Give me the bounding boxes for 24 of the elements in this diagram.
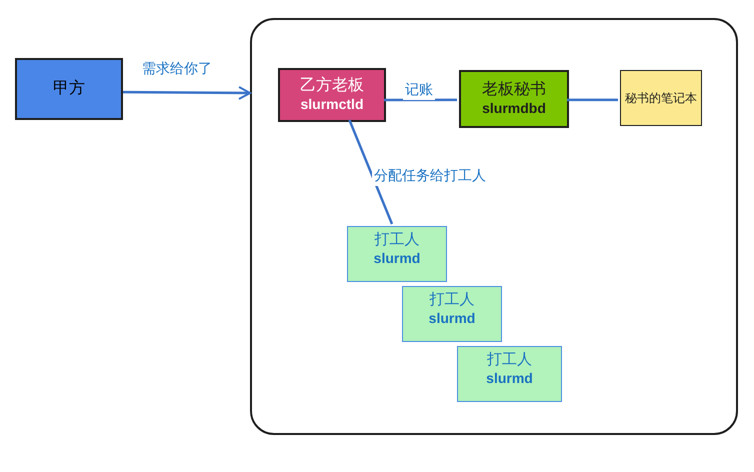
worker-box: [347, 226, 447, 282]
node-title: 秘书的笔记本: [625, 90, 697, 106]
connector-line: [567, 98, 618, 102]
process-box: [459, 70, 569, 128]
node-subtitle: slurmdbd: [482, 100, 546, 118]
node-title: 打工人: [374, 231, 420, 250]
arrow: [123, 86, 251, 100]
note-box: [620, 70, 702, 126]
node-subtitle: slurmd: [486, 370, 533, 388]
client-box: [15, 58, 123, 120]
node-title: 甲方: [53, 79, 85, 99]
node-subtitle: slurmctld: [300, 96, 364, 114]
node-title: 打工人: [430, 291, 474, 310]
node-subtitle: slurmd: [428, 310, 476, 328]
worker-box: [457, 346, 562, 402]
node-title: 乙方老板: [300, 76, 364, 96]
node-title: 打工人: [487, 351, 532, 370]
node-title: 老板秘书: [482, 80, 546, 100]
connector-line: [348, 120, 394, 224]
worker-box: [402, 286, 502, 342]
process-box: [278, 68, 386, 122]
container-frame: [250, 18, 738, 435]
connector-line: [384, 98, 457, 102]
node-subtitle: slurmd: [374, 250, 420, 268]
